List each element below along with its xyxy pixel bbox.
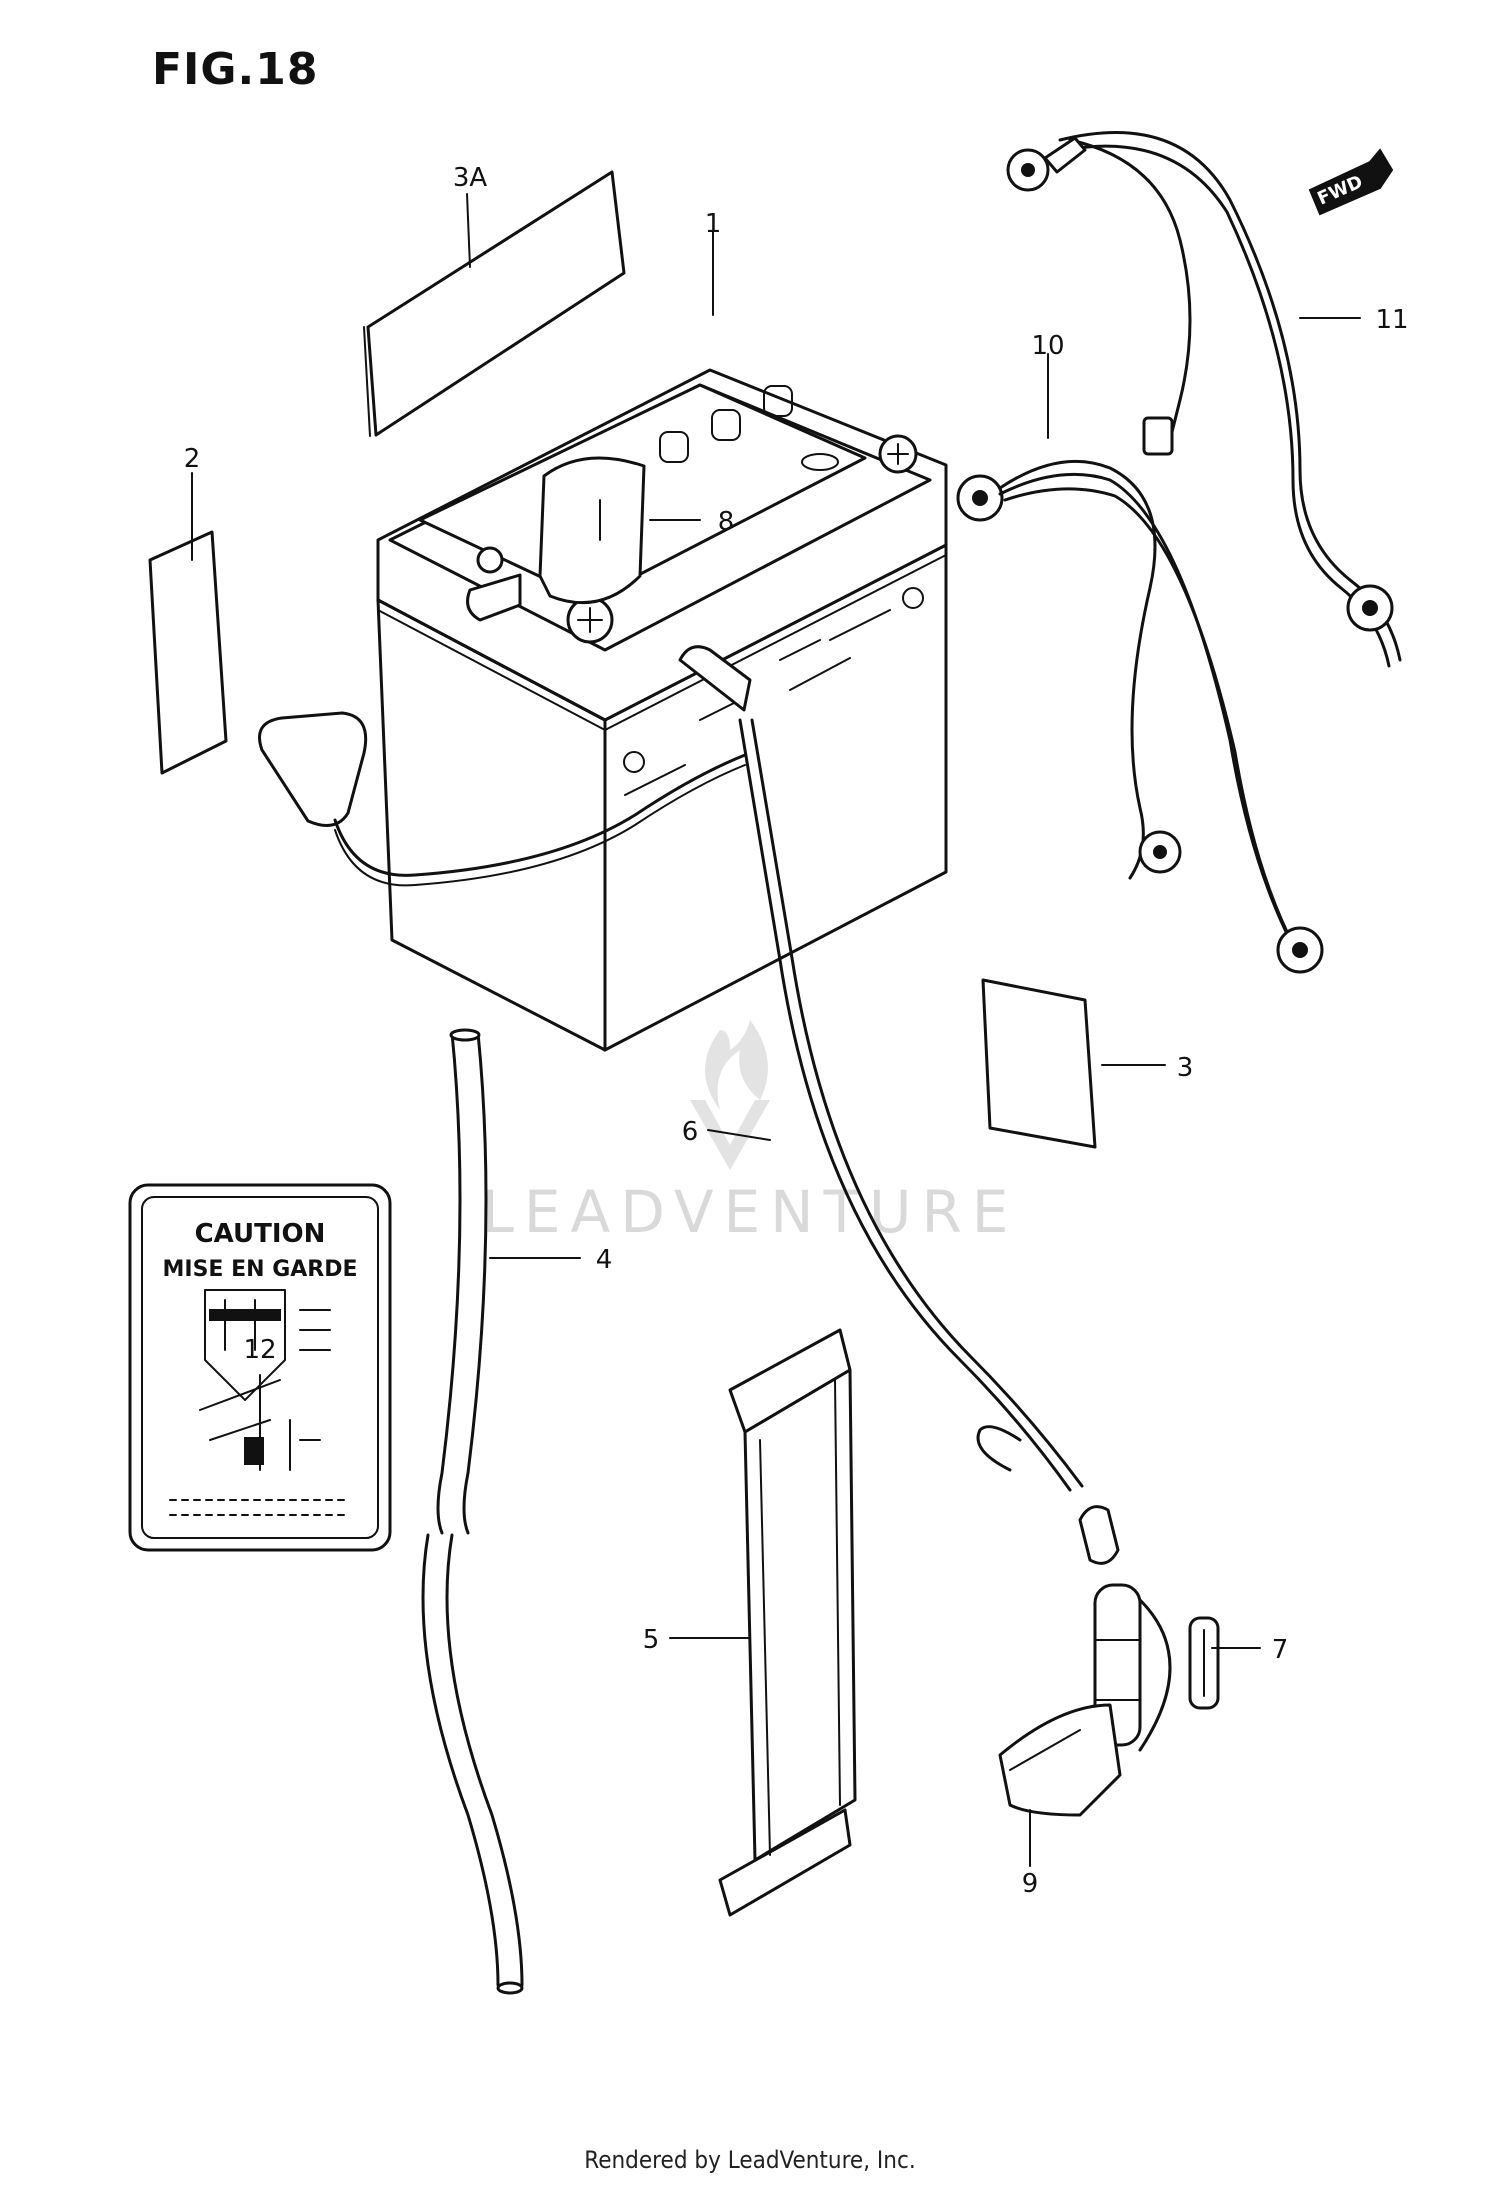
- callout-11: 11: [1375, 305, 1408, 335]
- figure-title: FIG.18: [152, 44, 319, 95]
- part-2-label[interactable]: [148, 530, 228, 775]
- footer-credit: Rendered by LeadVenture, Inc.: [584, 2146, 916, 2174]
- callout-3a: 3A: [453, 163, 488, 193]
- caution-illustration: [199, 1289, 331, 1471]
- callout-6: 6: [682, 1117, 699, 1147]
- callout-4: 4: [596, 1245, 613, 1275]
- leader-lines: [191, 193, 1361, 1867]
- callout-2: 2: [184, 444, 201, 474]
- part-12-caution-label[interactable]: CAUTION MISE EN GARDE: [128, 1183, 392, 1552]
- part-9-bracket[interactable]: [998, 1703, 1122, 1817]
- part-10-cable[interactable]: [956, 459, 1324, 974]
- part-8-terminal-cover[interactable]: [538, 456, 646, 605]
- part-5-strap[interactable]: [718, 1328, 857, 1917]
- part-6-lead-wire[interactable]: [678, 645, 1120, 1565]
- callout-12: 12: [243, 1335, 276, 1365]
- caution-line2: MISE EN GARDE: [162, 1257, 357, 1282]
- part-3-label[interactable]: [981, 978, 1097, 1149]
- fwd-arrow-icon: FWD: [1308, 148, 1394, 216]
- part-4-hose[interactable]: [421, 1028, 524, 1995]
- part-1-battery[interactable]: [258, 368, 948, 1052]
- watermark: LEADVENTURE: [482, 1020, 1019, 1246]
- part-7-fuse[interactable]: [1188, 1616, 1220, 1710]
- callout-10: 10: [1031, 331, 1064, 361]
- watermark-text: LEADVENTURE: [482, 1178, 1019, 1246]
- part-3a-label[interactable]: [363, 170, 626, 437]
- caution-line1: CAUTION: [195, 1219, 326, 1249]
- callout-3: 3: [1177, 1053, 1194, 1083]
- callouts: 3A 1 2 10 11 8 3 6 4 12 5 7 9: [184, 163, 1409, 1899]
- callout-9: 9: [1022, 1869, 1039, 1899]
- callout-7: 7: [1272, 1635, 1289, 1665]
- callout-1: 1: [705, 209, 722, 239]
- part-11-cable[interactable]: [1006, 131, 1402, 668]
- callout-8: 8: [718, 507, 735, 537]
- callout-5: 5: [643, 1625, 660, 1655]
